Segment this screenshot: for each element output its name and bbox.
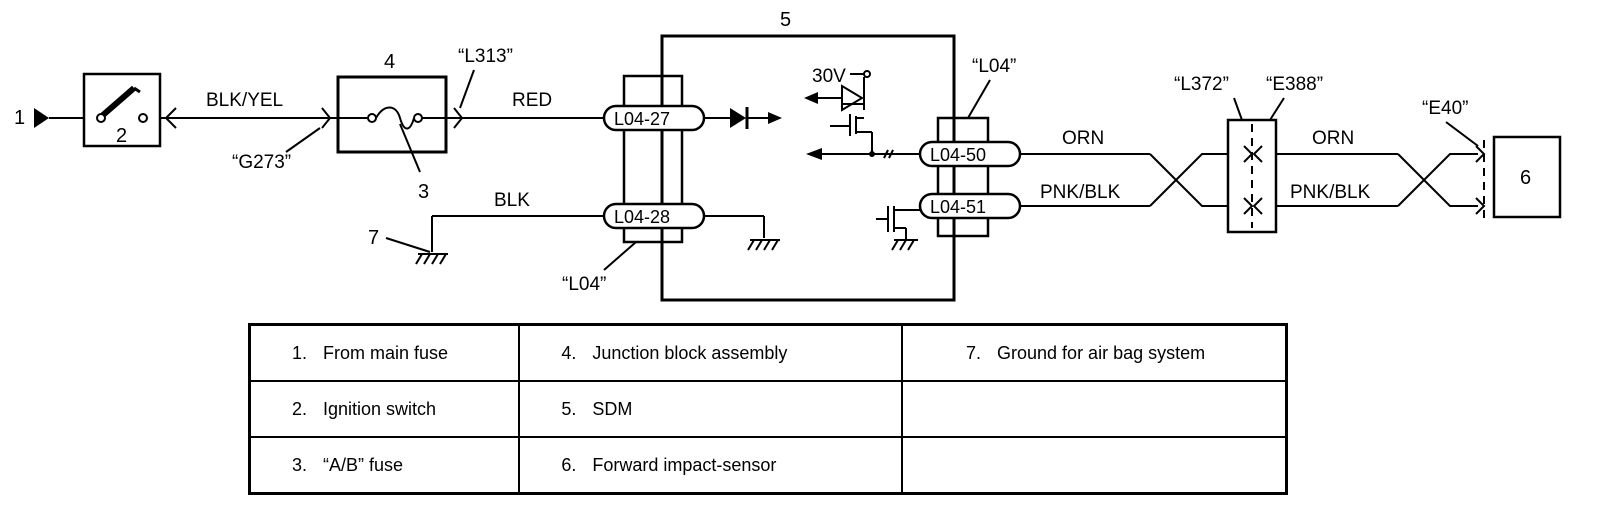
connector-l04-left: “L04” (562, 274, 606, 295)
forward-impact-sensor-box (1492, 135, 1562, 219)
wire-color-red: RED (512, 90, 552, 111)
wire-color-pnk-blk-2: PNK/BLK (1290, 182, 1371, 203)
sdm-connector-right (936, 116, 990, 238)
pin-l04-27: L04-27 (614, 109, 670, 129)
pin-l04-28: L04-28 (614, 207, 670, 227)
input-arrow (34, 108, 49, 128)
legend-text: Ignition switch (323, 398, 437, 419)
legend-num: 5. (561, 398, 577, 419)
sdm-box (660, 34, 956, 302)
legend-num: 6. (561, 454, 577, 475)
component-number-1: 1 (14, 107, 25, 129)
pin-l04-51: L04-51 (930, 197, 986, 217)
connector-e40: “E40” (1422, 98, 1468, 119)
legend-text: From main fuse (323, 342, 449, 363)
legend-num: 7. (966, 342, 982, 363)
legend-num: 2. (291, 398, 307, 419)
connector-l04-right: “L04” (972, 56, 1016, 77)
legend-text: SDM (592, 398, 633, 419)
ignition-switch-box (82, 72, 162, 148)
connector-l372: “L372” (1174, 74, 1229, 95)
wire-color-orn-1: ORN (1062, 128, 1104, 149)
connector-l313: “L313” (458, 46, 513, 67)
sdm-connector-left (622, 74, 684, 244)
component-number-5: 5 (780, 9, 791, 31)
legend-row: 3. “A/B” fuse 6. Forward impact-sensor (248, 436, 1288, 495)
legend-row: 1. From main fuse 4. Junction block assemb… (248, 323, 1288, 382)
supply-voltage: 30V (812, 66, 846, 87)
wire-color-blk-yel: BLK/YEL (206, 90, 283, 111)
legend-num: 4. (561, 342, 577, 363)
component-number-6: 6 (1520, 167, 1531, 189)
wire-color-orn-2: ORN (1312, 128, 1354, 149)
legend-text: Junction block assembly (592, 342, 788, 363)
pin-l04-50: L04-50 (930, 145, 986, 165)
legend-num: 1. (291, 342, 307, 363)
junction-block-box (336, 75, 448, 154)
wiring-diagram: 1 2 BLK/YEL “G273” 4 3 “L313” RED 5 L04-… (14, 9, 1562, 302)
inline-connector-box (1226, 118, 1278, 234)
wire-color-pnk-blk-1: PNK/BLK (1040, 182, 1121, 203)
component-number-7: 7 (368, 227, 379, 249)
wire-color-blk: BLK (494, 190, 530, 211)
legend-text: “A/B” fuse (323, 454, 404, 475)
legend-row: 2. Ignition switch 5. SDM (248, 380, 1288, 438)
legend-text: Forward impact-sensor (592, 454, 777, 475)
legend-table: 1. From main fuse 4. Junction block assemb… (248, 323, 1288, 495)
component-number-2: 2 (116, 125, 127, 147)
connector-g273: “G273” (232, 152, 291, 173)
legend-text: Ground for air bag system (997, 342, 1206, 363)
connector-e388: “E388” (1266, 74, 1323, 95)
component-number-3: 3 (418, 181, 429, 203)
legend-num: 3. (291, 454, 307, 475)
component-number-4: 4 (384, 51, 395, 73)
